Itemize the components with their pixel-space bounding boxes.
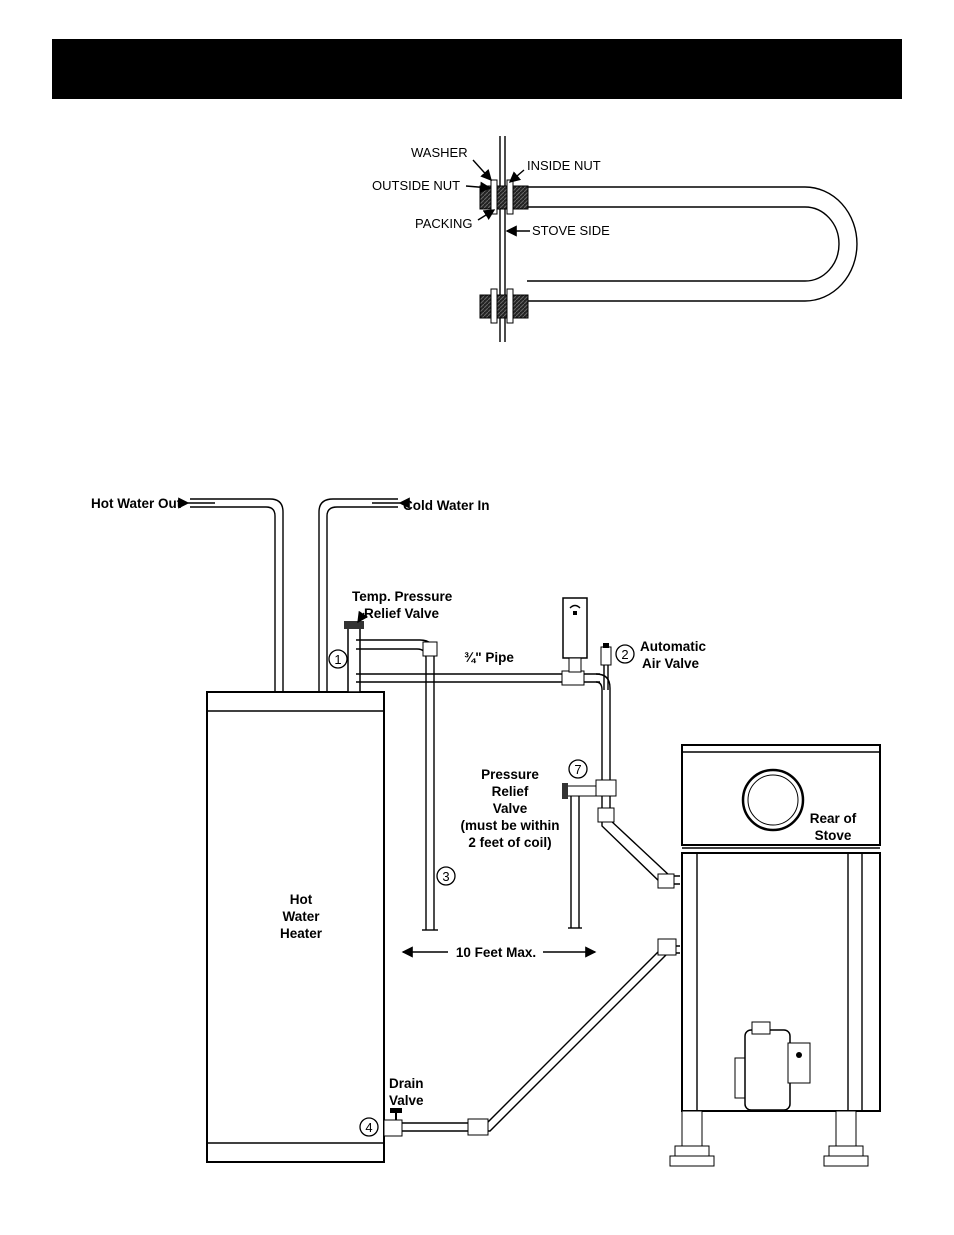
temp-pressure-label-1: Temp. Pressure bbox=[352, 589, 453, 604]
upper-stove-pipe bbox=[598, 808, 680, 888]
pressure-relief-label-3: Valve bbox=[493, 801, 528, 816]
stove-flue-opening bbox=[743, 770, 803, 830]
drain-valve bbox=[384, 1108, 402, 1136]
marker-3: 3 bbox=[437, 867, 455, 885]
drain-valve-label-2: Valve bbox=[389, 1093, 424, 1108]
pressure-relief-label-2: Relief bbox=[492, 784, 529, 799]
stove-leg-right bbox=[824, 1111, 868, 1166]
pressure-relief-label-5: 2 feet of coil) bbox=[468, 835, 551, 850]
pressure-relief-valve bbox=[562, 783, 596, 928]
coil-tube-inner bbox=[527, 207, 839, 281]
hot-water-out-label: Hot Water Out bbox=[91, 496, 182, 511]
pressure-relief-label-1: Pressure bbox=[481, 767, 539, 782]
washer-leader bbox=[473, 160, 491, 180]
lower-return-pipe bbox=[400, 939, 680, 1135]
inside-nut-leader bbox=[510, 170, 524, 182]
top-coil-fitting bbox=[480, 186, 528, 209]
stove-leg-left bbox=[670, 1111, 714, 1166]
outside-nut-label: OUTSIDE NUT bbox=[372, 178, 460, 193]
marker-2: 2 bbox=[616, 645, 634, 663]
packing-leader bbox=[478, 210, 494, 220]
inside-nut-shape bbox=[507, 180, 513, 214]
installation-diagram: 1 2 3 4 7 Hot Water Out Cold Water In Te… bbox=[91, 496, 880, 1166]
svg-text:7: 7 bbox=[574, 762, 581, 777]
expansion-tank bbox=[563, 598, 587, 672]
svg-text:2: 2 bbox=[621, 647, 628, 662]
distance-label: 10 Feet Max. bbox=[456, 945, 536, 960]
heater-label-1: Hot bbox=[290, 892, 313, 907]
auto-air-label-2: Air Valve bbox=[642, 656, 700, 671]
washer-label: WASHER bbox=[411, 145, 468, 160]
drain-valve-label-1: Drain bbox=[389, 1076, 424, 1091]
rear-of-stove-label-1: Rear of bbox=[810, 811, 857, 826]
stove bbox=[670, 745, 880, 1166]
temp-pressure-label-2: Relief Valve bbox=[364, 606, 440, 621]
svg-text:4: 4 bbox=[365, 1120, 372, 1135]
auto-air-label-1: Automatic bbox=[640, 639, 706, 654]
heater-label-3: Heater bbox=[280, 926, 323, 941]
outside-nut-shape bbox=[491, 180, 497, 214]
automatic-air-valve bbox=[596, 643, 616, 820]
three-quarter-pipe bbox=[356, 671, 600, 685]
bottom-nut-shape bbox=[491, 289, 497, 323]
inside-nut-label: INSIDE NUT bbox=[527, 158, 601, 173]
packing-label: PACKING bbox=[415, 216, 473, 231]
marker-7: 7 bbox=[569, 760, 587, 778]
rear-of-stove-label-2: Stove bbox=[815, 828, 852, 843]
cold-water-in-label: Cold Water In bbox=[403, 498, 490, 513]
pipe-size-label: ¾" Pipe bbox=[464, 650, 514, 665]
pressure-relief-label-4: (must be within bbox=[461, 818, 560, 833]
marker-4: 4 bbox=[360, 1118, 378, 1136]
svg-text:3: 3 bbox=[442, 869, 449, 884]
bottom-coil-fitting bbox=[480, 295, 528, 318]
coil-tube-outer bbox=[527, 187, 857, 301]
heater-label-2: Water bbox=[282, 909, 320, 924]
hot-water-out-pipe bbox=[188, 499, 283, 692]
coil-diagram: WASHER INSIDE NUT OUTSIDE NUT PACKING ST… bbox=[372, 136, 857, 342]
marker-1: 1 bbox=[329, 650, 347, 668]
svg-text:1: 1 bbox=[334, 652, 341, 667]
stove-side-label: STOVE SIDE bbox=[532, 223, 610, 238]
bottom-nut-shape bbox=[507, 289, 513, 323]
